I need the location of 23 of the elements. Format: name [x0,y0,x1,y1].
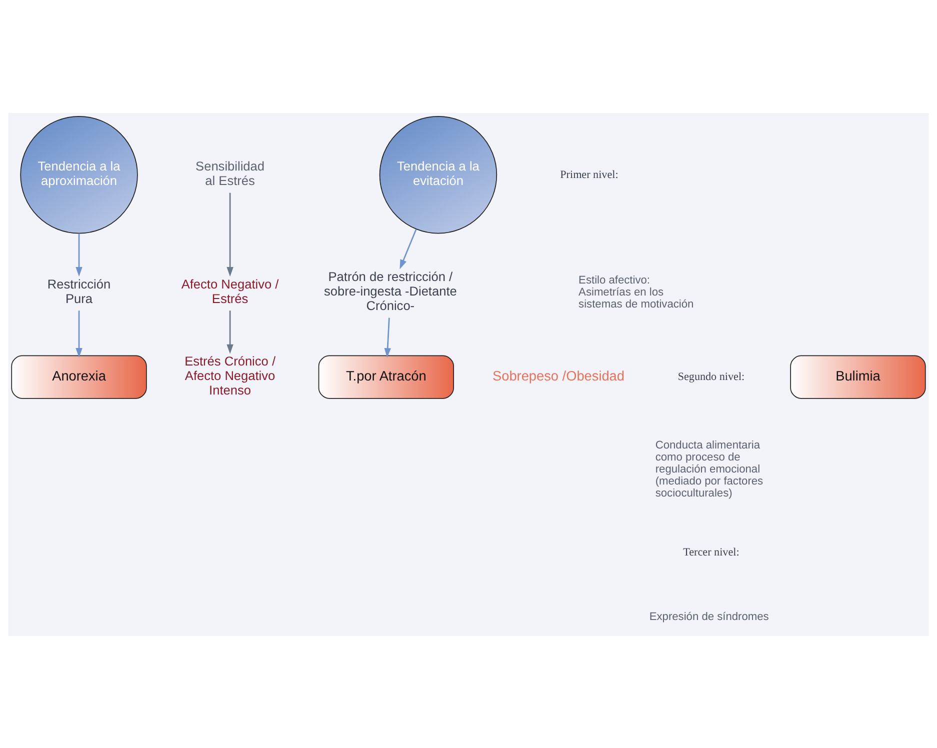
label: Primer nivel: [560,168,618,180]
arrow [76,232,82,276]
node-circle: Tendencia a la aproximación [20,115,138,234]
label: Segundo nivel: [678,370,745,382]
node-text: Afecto Negativo / Estrés [181,276,279,306]
label: Estilo afectivo: Asimetrías en los sistemas de motivación [578,274,694,310]
node-box: Bulimia [790,354,926,398]
arrow [384,317,391,358]
node-text: Patrón de restricción / sobre-ingesta -Dietante Crónico- [324,268,457,313]
arrow [226,192,234,276]
node-box: Anorexia [11,354,147,398]
label: Expresión de síndromes [649,610,769,623]
node-box: T.por Atracón [318,354,454,398]
label: Tercer nivel: [683,546,740,558]
node-text: Restricción Pura [47,276,111,306]
arrow [76,310,82,358]
node-text: Estrés Crónico / Afecto Negativo Intenso [184,353,276,398]
label: Sobrepeso /Obesidad [492,368,624,383]
node-text: Sensibilidad al Estrés [196,158,265,188]
arrow [400,228,417,269]
label: Conducta alimentaria como proceso de regulación emocional (mediado por factores socioculturales) [655,439,764,499]
node-circle: Tendencia a la evitación [379,115,498,234]
arrow [226,310,234,354]
